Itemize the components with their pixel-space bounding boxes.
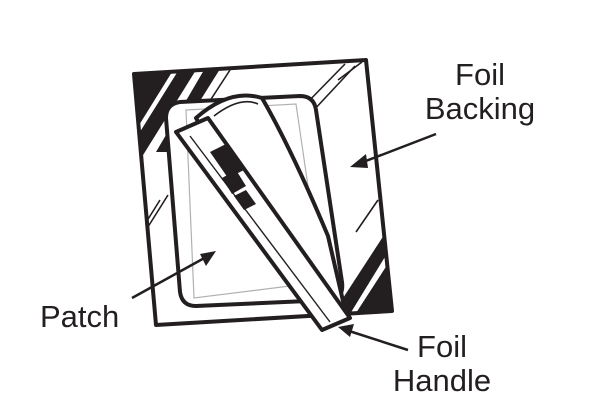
arrow-icon [338,324,409,352]
foil-backing-label: Foil Backing [400,58,560,126]
callout-arrows [131,132,437,352]
foil-backing-label-line: Foil [455,57,505,92]
foil-handle-label-line: Handle [392,363,492,398]
foil-backing-label-line: Backing [424,91,536,126]
foil-handle-label: Foil Handle [372,330,512,398]
arrow-icon [131,251,216,300]
foil-handle-label-line: Foil [417,329,467,364]
patch-label-line: Patch [40,299,120,334]
patch-label: Patch [40,300,119,334]
arrow-icon [350,132,437,168]
foil-handle [174,116,352,332]
